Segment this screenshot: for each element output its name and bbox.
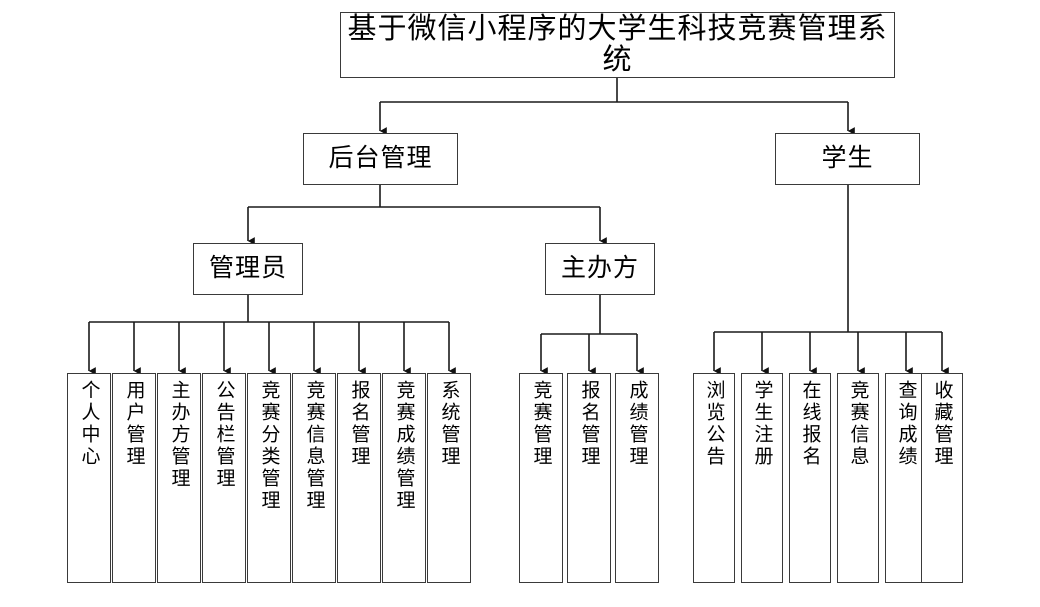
leaf-node: 竞赛管理 — [519, 373, 563, 583]
node-organizer-label: 主办方 — [560, 254, 639, 282]
leaf-node: 报名管理 — [337, 373, 381, 583]
leaf-node-label: 公告栏管理 — [213, 380, 235, 490]
leaf-node: 竞赛信息 — [837, 373, 879, 583]
leaf-node-label: 报名管理 — [578, 380, 600, 468]
root-node-system-title: 基于微信小程序的大学生科技竞赛管理系统 — [340, 12, 895, 78]
leaf-node-label: 竞赛管理 — [530, 380, 552, 468]
leaf-node-label: 浏览公告 — [703, 380, 725, 468]
leaf-node-label: 主办方管理 — [168, 380, 190, 490]
leaf-node: 收藏管理 — [921, 373, 963, 583]
node-administrator-label: 管理员 — [208, 254, 287, 282]
node-administrator: 管理员 — [193, 243, 303, 295]
leaf-node: 学生注册 — [741, 373, 783, 583]
leaf-node: 查询成绩 — [885, 373, 927, 583]
leaf-node-label: 用户管理 — [123, 380, 145, 468]
leaf-node: 报名管理 — [567, 373, 611, 583]
leaf-node-label: 学生注册 — [751, 380, 773, 468]
leaf-node: 主办方管理 — [157, 373, 201, 583]
node-backend-management-label: 后台管理 — [328, 144, 433, 172]
node-student: 学生 — [775, 133, 920, 185]
leaf-node: 竞赛信息管理 — [292, 373, 336, 583]
leaf-node-label: 个人中心 — [78, 380, 100, 468]
leaf-node-label: 系统管理 — [438, 380, 460, 468]
leaf-node: 在线报名 — [789, 373, 831, 583]
leaf-node: 竞赛成绩管理 — [382, 373, 426, 583]
leaf-node: 竞赛分类管理 — [247, 373, 291, 583]
leaf-node: 成绩管理 — [615, 373, 659, 583]
leaf-node-label: 竞赛信息 — [847, 380, 869, 468]
leaf-node-label: 查询成绩 — [895, 380, 917, 468]
leaf-node: 用户管理 — [112, 373, 156, 583]
leaf-node-label: 竞赛分类管理 — [258, 380, 280, 512]
root-node-label: 基于微信小程序的大学生科技竞赛管理系统 — [347, 13, 888, 76]
node-student-label: 学生 — [821, 144, 874, 172]
leaf-node-label: 竞赛信息管理 — [303, 380, 325, 512]
leaf-node-label: 收藏管理 — [931, 380, 953, 468]
leaf-node-label: 在线报名 — [799, 380, 821, 468]
node-organizer: 主办方 — [545, 243, 655, 295]
leaf-node-label: 报名管理 — [348, 380, 370, 468]
leaf-node-label: 成绩管理 — [626, 380, 648, 468]
leaf-node: 个人中心 — [67, 373, 111, 583]
leaf-node: 浏览公告 — [693, 373, 735, 583]
node-backend-management: 后台管理 — [303, 133, 458, 185]
leaf-node-label: 竞赛成绩管理 — [393, 380, 415, 512]
leaf-node: 公告栏管理 — [202, 373, 246, 583]
leaf-node: 系统管理 — [427, 373, 471, 583]
